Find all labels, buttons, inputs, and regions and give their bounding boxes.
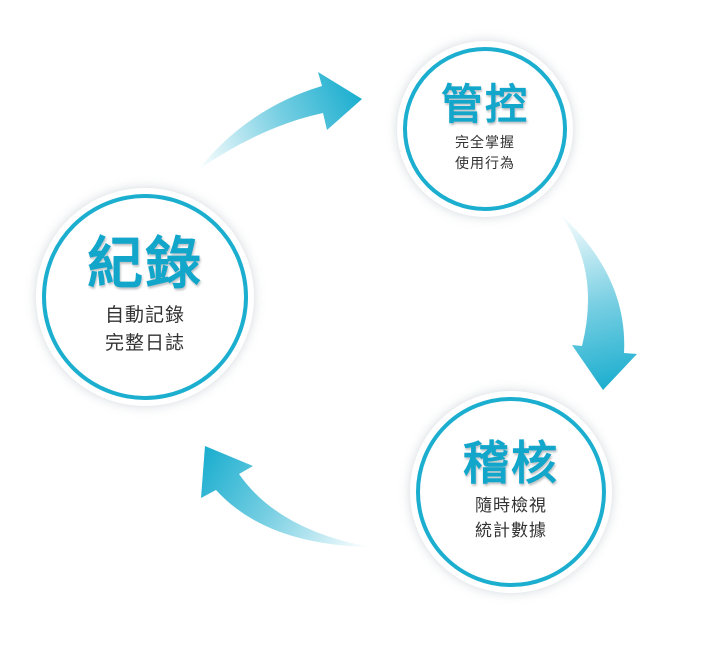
arrow-audit-to-record xyxy=(201,446,370,547)
node-audit-title: 稽核 xyxy=(463,436,559,491)
node-control-title: 管控 xyxy=(440,79,529,129)
node-record-title: 紀錄 xyxy=(87,232,203,298)
node-audit: 稽核 隨時檢視 統計數據 xyxy=(416,397,606,587)
node-control-line-1: 完全掌握 xyxy=(455,135,515,152)
node-record-line-2: 完整日誌 xyxy=(104,332,185,355)
arrow-record-to-control xyxy=(198,72,362,170)
node-record-line-1: 自動記錄 xyxy=(104,303,185,326)
node-audit-line-1: 隨時檢視 xyxy=(475,495,547,516)
node-control-line-2: 使用行為 xyxy=(455,156,515,173)
arrow-control-to-audit xyxy=(560,214,637,390)
node-record: 紀錄 自動記錄 完整日誌 xyxy=(42,194,248,400)
node-audit-line-2: 統計數據 xyxy=(475,521,547,542)
node-control: 管控 完全掌握 使用行為 xyxy=(403,47,567,211)
